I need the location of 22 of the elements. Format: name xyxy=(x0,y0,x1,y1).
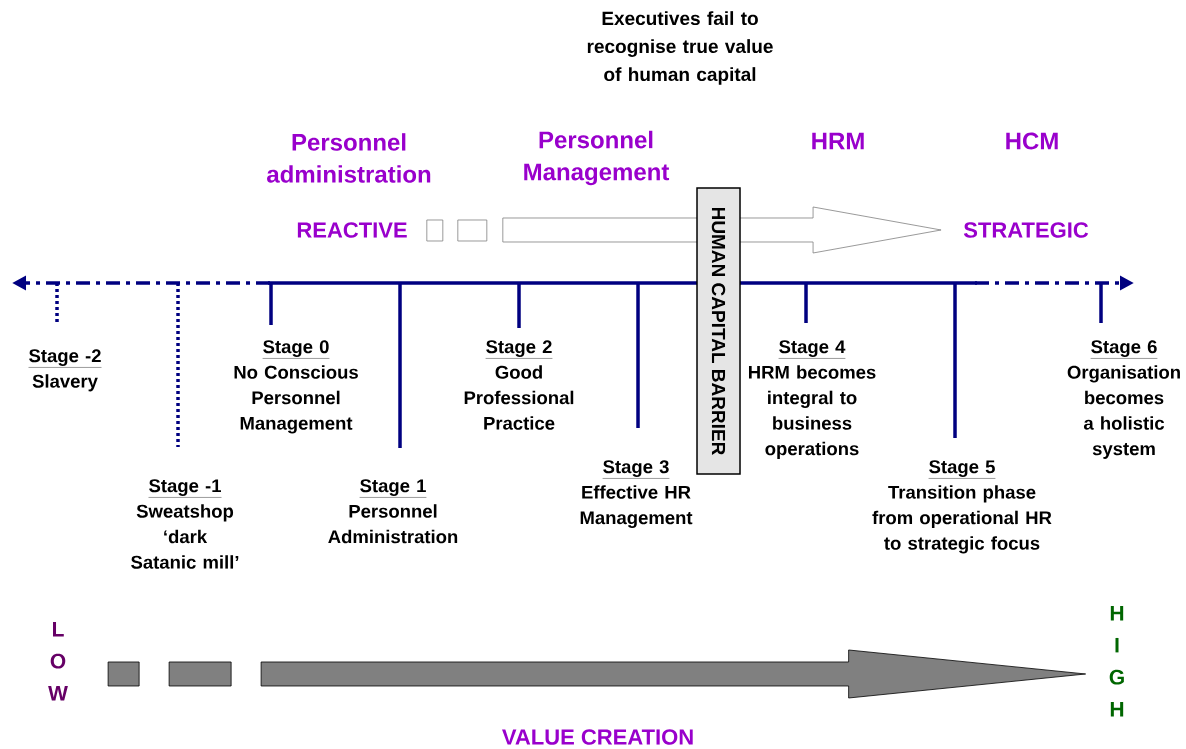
stage-label: Stage 0 No Conscious Personnel Management xyxy=(234,340,358,434)
phase-heading: HCM xyxy=(1006,132,1058,150)
scale-label: STRATEGIC xyxy=(963,222,1089,238)
scale-label: HIGH xyxy=(1109,605,1124,717)
stage-label: Stage 4 HRM becomes integral to business operations xyxy=(749,340,876,459)
phase-heading: HRM xyxy=(812,132,864,150)
stage-label: Stage -2 Slavery xyxy=(28,349,102,392)
scale-label: REACTIVE xyxy=(297,222,407,238)
barrier-bar: HUMAN CAPITAL BARRIER xyxy=(696,187,741,475)
phase-heading: Personnel Management xyxy=(524,130,670,186)
stage-label: Stage 3 Effective HR Management xyxy=(580,460,693,529)
block-arrow xyxy=(426,206,942,254)
stage-label: Stage 6 Organisation becomes a holistic system xyxy=(1067,340,1180,459)
axis-title: VALUE CREATION xyxy=(502,729,693,745)
stage-label: Stage 5 Transition phase from operational HR to strategic focus xyxy=(872,460,1052,554)
block-arrow xyxy=(107,649,1087,699)
note-text: Executives fail to recognise true value of human capital xyxy=(587,11,773,85)
scale-label: LOW xyxy=(48,621,68,701)
stage-label: Stage -1 Sweatshop ‘dark Satanic mill’ xyxy=(131,479,239,569)
phase-heading: Personnel administration xyxy=(267,133,431,183)
stage-label: Stage 1 Personnel Administration xyxy=(328,479,458,544)
stage-label: Stage 2 Good Professional Practice xyxy=(464,340,574,430)
